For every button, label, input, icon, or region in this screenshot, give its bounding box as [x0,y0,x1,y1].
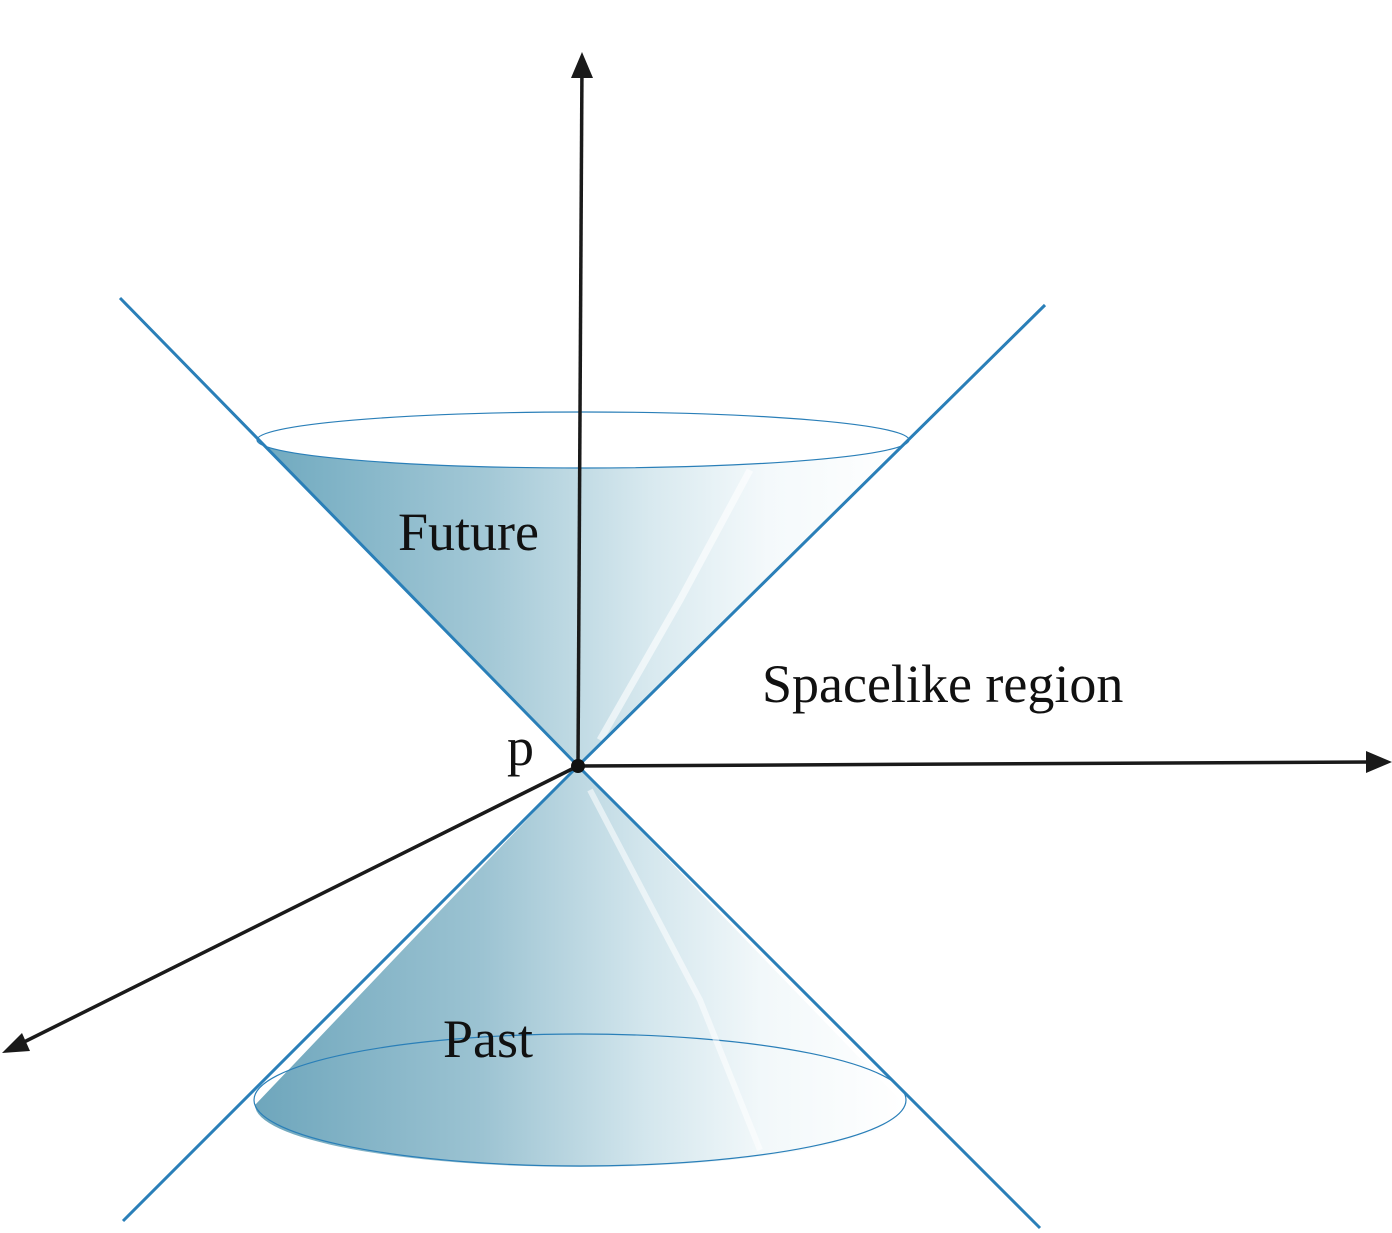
past-cone-base [253,1033,907,1167]
future-cone-fill [258,440,908,766]
past-cone-highlight [587,788,763,1152]
vertical-axis [576,60,587,767]
depth-axis [15,764,579,1048]
cone-line-upper-right [576,303,1047,768]
point-label: p [507,717,534,777]
vertical-axis-arrowhead [571,52,593,78]
depth-axis-arrowhead [2,1033,30,1053]
past-cone-fill [255,766,905,1167]
past-label: Past [443,1009,533,1069]
event-point [571,759,585,773]
future-cone-highlight [596,468,754,742]
future-label: Future [398,502,539,562]
future-cone-rim [256,411,910,469]
horizontal-axis [577,760,1373,768]
cone-line-upper-left [118,296,580,768]
spacelike-region-label: Spacelike region [762,654,1123,714]
cone-line-lower-right [576,764,1042,1230]
cone-line-lower-left [121,764,580,1223]
horizontal-axis-arrowhead [1366,751,1392,773]
